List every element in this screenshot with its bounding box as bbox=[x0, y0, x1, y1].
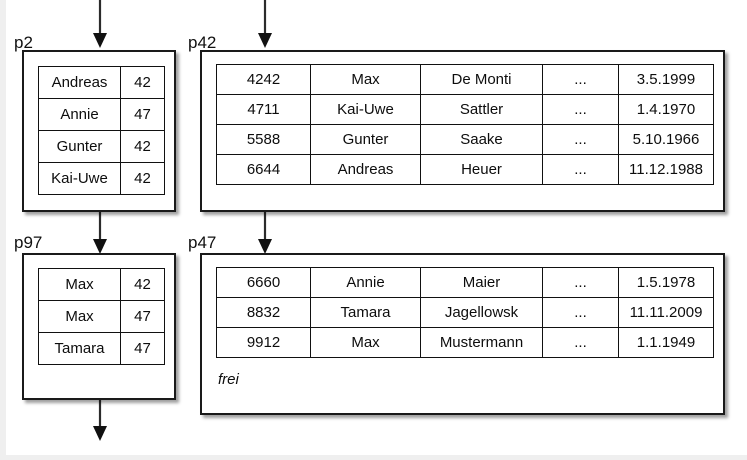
cell-id: 4711 bbox=[216, 94, 311, 125]
page-label-p2: p2 bbox=[14, 33, 33, 52]
cell-id: 9912 bbox=[216, 327, 311, 358]
page-box-p42: 4242 Max De Monti ... 3.5.1999 4711 Kai-… bbox=[200, 50, 725, 212]
table-row: Max 47 bbox=[38, 300, 165, 333]
record-table-p42: 4242 Max De Monti ... 3.5.1999 4711 Kai-… bbox=[216, 64, 714, 185]
cell-key: Max bbox=[38, 300, 121, 333]
table-row: Andreas 42 bbox=[38, 66, 165, 99]
cell-date: 1.4.1970 bbox=[618, 94, 714, 125]
arrow-out-of-p97 bbox=[93, 399, 107, 441]
page-label-p47: p47 bbox=[188, 233, 217, 252]
table-row: Gunter 42 bbox=[38, 130, 165, 163]
cell-key: Kai-Uwe bbox=[38, 162, 121, 195]
arrow-p42-to-p47 bbox=[258, 210, 272, 254]
cell-first: Gunter bbox=[310, 124, 421, 155]
cell-page: 42 bbox=[120, 66, 165, 99]
cell-key: Andreas bbox=[38, 66, 121, 99]
table-row: Annie 47 bbox=[38, 98, 165, 131]
canvas-bottom-edge-strip bbox=[0, 455, 747, 460]
arrow-into-p42 bbox=[258, 0, 272, 48]
cell-first: Tamara bbox=[310, 297, 421, 328]
cell-last: Mustermann bbox=[420, 327, 543, 358]
cell-last: Heuer bbox=[420, 154, 543, 185]
page-label-p42: p42 bbox=[188, 33, 217, 52]
cell-date: 11.12.1988 bbox=[618, 154, 714, 185]
cell-ellipsis: ... bbox=[542, 64, 619, 95]
page-label-p97: p97 bbox=[14, 233, 43, 252]
cell-id: 8832 bbox=[216, 297, 311, 328]
arrow-into-p2 bbox=[93, 0, 107, 48]
table-row: 6644 Andreas Heuer ... 11.12.1988 bbox=[216, 154, 714, 185]
index-table-p97: Max 42 Max 47 Tamara 47 bbox=[38, 268, 165, 365]
page-box-p97: Max 42 Max 47 Tamara 47 bbox=[22, 253, 176, 400]
cell-ellipsis: ... bbox=[542, 267, 619, 298]
cell-date: 3.5.1999 bbox=[618, 64, 714, 95]
cell-ellipsis: ... bbox=[542, 94, 619, 125]
page-box-p2: Andreas 42 Annie 47 Gunter 42 Kai-Uwe 42 bbox=[22, 50, 176, 212]
cell-key: Max bbox=[38, 268, 121, 301]
cell-last: Saake bbox=[420, 124, 543, 155]
cell-page: 42 bbox=[120, 162, 165, 195]
table-row: 4711 Kai-Uwe Sattler ... 1.4.1970 bbox=[216, 94, 714, 125]
cell-date: 5.10.1966 bbox=[618, 124, 714, 155]
table-row: Tamara 47 bbox=[38, 332, 165, 365]
cell-last: De Monti bbox=[420, 64, 543, 95]
page-box-p47: 6660 Annie Maier ... 1.5.1978 8832 Tamar… bbox=[200, 253, 725, 415]
cell-id: 6660 bbox=[216, 267, 311, 298]
record-table-p47: 6660 Annie Maier ... 1.5.1978 8832 Tamar… bbox=[216, 267, 714, 358]
table-row: Kai-Uwe 42 bbox=[38, 162, 165, 195]
cell-date: 1.5.1978 bbox=[618, 267, 714, 298]
cell-page: 47 bbox=[120, 98, 165, 131]
table-row: 4242 Max De Monti ... 3.5.1999 bbox=[216, 64, 714, 95]
cell-first: Kai-Uwe bbox=[310, 94, 421, 125]
index-table-p2: Andreas 42 Annie 47 Gunter 42 Kai-Uwe 42 bbox=[38, 66, 165, 195]
cell-ellipsis: ... bbox=[542, 327, 619, 358]
cell-last: Sattler bbox=[420, 94, 543, 125]
cell-id: 5588 bbox=[216, 124, 311, 155]
table-row: 5588 Gunter Saake ... 5.10.1966 bbox=[216, 124, 714, 155]
canvas-left-edge-strip bbox=[0, 0, 6, 460]
table-row: Max 42 bbox=[38, 268, 165, 301]
cell-page: 47 bbox=[120, 332, 165, 365]
cell-id: 6644 bbox=[216, 154, 311, 185]
cell-last: Jagellowsk bbox=[420, 297, 543, 328]
arrow-p2-to-p97 bbox=[93, 210, 107, 254]
cell-page: 47 bbox=[120, 300, 165, 333]
cell-first: Max bbox=[310, 327, 421, 358]
cell-date: 1.1.1949 bbox=[618, 327, 714, 358]
free-space-label: frei bbox=[218, 371, 239, 388]
cell-key: Gunter bbox=[38, 130, 121, 163]
cell-ellipsis: ... bbox=[542, 124, 619, 155]
cell-page: 42 bbox=[120, 130, 165, 163]
cell-ellipsis: ... bbox=[542, 297, 619, 328]
table-row: 8832 Tamara Jagellowsk ... 11.11.2009 bbox=[216, 297, 714, 328]
cell-first: Max bbox=[310, 64, 421, 95]
table-row: 6660 Annie Maier ... 1.5.1978 bbox=[216, 267, 714, 298]
table-row: 9912 Max Mustermann ... 1.1.1949 bbox=[216, 327, 714, 358]
cell-id: 4242 bbox=[216, 64, 311, 95]
cell-key: Tamara bbox=[38, 332, 121, 365]
cell-ellipsis: ... bbox=[542, 154, 619, 185]
cell-first: Andreas bbox=[310, 154, 421, 185]
cell-date: 11.11.2009 bbox=[618, 297, 714, 328]
cell-key: Annie bbox=[38, 98, 121, 131]
cell-first: Annie bbox=[310, 267, 421, 298]
cell-last: Maier bbox=[420, 267, 543, 298]
cell-page: 42 bbox=[120, 268, 165, 301]
